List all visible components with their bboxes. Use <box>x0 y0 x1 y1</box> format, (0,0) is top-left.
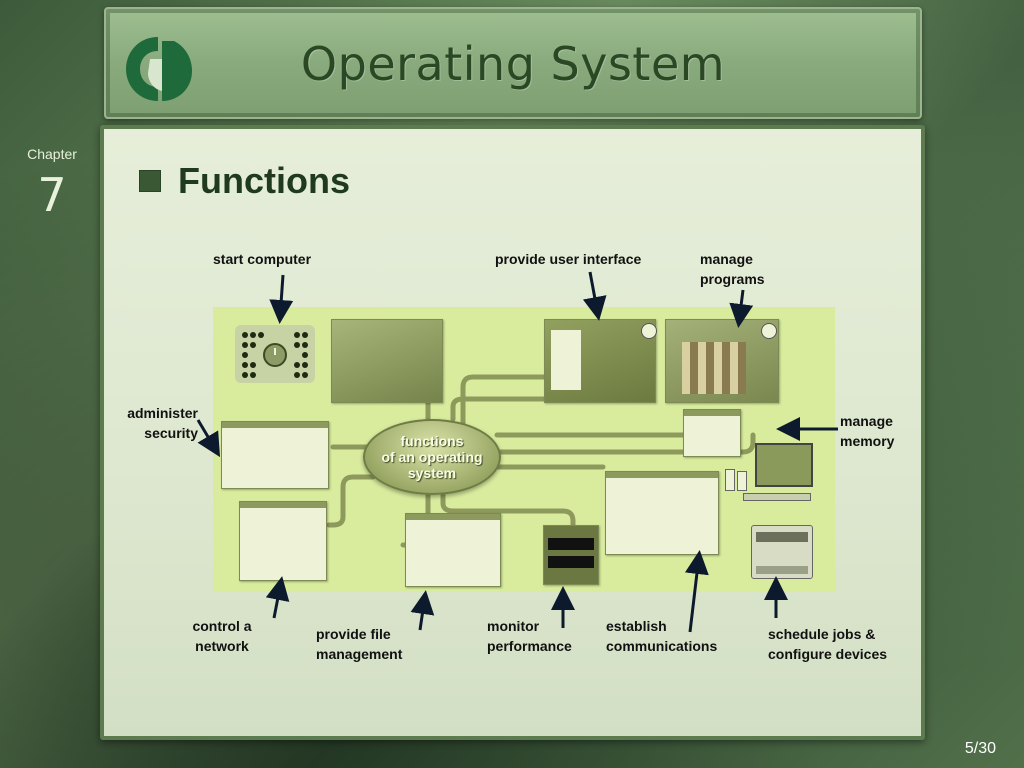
label-line: security <box>144 425 198 441</box>
label-monitor-performance: monitor performance <box>487 616 572 656</box>
label-line: manage <box>700 251 753 267</box>
speaker-icon <box>725 469 735 491</box>
logo-icon <box>126 37 192 101</box>
arrow-administer-security <box>196 419 221 458</box>
arrow-provide-ui <box>582 271 607 321</box>
label-administer-security: administer security <box>106 403 198 443</box>
network-dialog-screenshot <box>605 471 719 555</box>
clock-icon <box>641 323 657 339</box>
start-menu-screenshot <box>544 319 656 403</box>
label-provide-ui: provide user interface <box>495 251 642 267</box>
label-line: memory <box>840 433 895 449</box>
bullet-square-icon <box>139 170 161 192</box>
label-line: schedule jobs & <box>768 626 876 642</box>
os-functions-diagram: functions of an operating system <box>213 307 835 592</box>
label-line: configure devices <box>768 646 888 662</box>
hub-line-2: of an operating <box>381 449 483 465</box>
label-line: administer <box>127 405 198 421</box>
file-explorer-screenshot <box>405 513 501 587</box>
computer-case-icon <box>235 325 315 383</box>
label-line: programs <box>700 271 765 287</box>
label-line: monitor <box>487 618 540 634</box>
section-heading: Functions <box>178 160 350 201</box>
chapter-label: Chapter <box>27 146 77 162</box>
label-line: establish <box>606 618 667 634</box>
hub-line-3: system <box>407 465 457 481</box>
slide-title: Operating System <box>300 37 726 91</box>
keyboard-icon <box>743 493 811 501</box>
desktop-screenshot <box>331 319 443 403</box>
label-line: network <box>195 638 249 654</box>
label-line: provide file <box>316 626 391 642</box>
label-schedule-jobs: schedule jobs & configure devices <box>768 624 887 664</box>
chess-program-screenshot <box>665 319 779 403</box>
label-line: manage <box>840 413 893 429</box>
printer-icon <box>751 525 813 579</box>
arrow-file-management <box>410 590 435 631</box>
chapter-number: 7 <box>37 168 67 222</box>
label-line: performance <box>487 638 572 654</box>
security-window-screenshot <box>221 421 329 489</box>
label-file-management: provide file management <box>316 624 402 664</box>
monitor-icon <box>755 443 813 487</box>
hub-line-1: functions <box>400 433 464 449</box>
task-manager-screenshot <box>543 525 599 585</box>
title-bar: Operating System <box>104 7 922 119</box>
label-control-network: control a network <box>180 616 264 656</box>
arrow-establish <box>684 550 709 633</box>
network-center-screenshot <box>239 501 327 581</box>
os-functions-hub: functions of an operating system <box>363 419 501 495</box>
memory-dialog-screenshot <box>683 409 741 457</box>
label-line: control a <box>192 618 252 634</box>
speaker-icon <box>737 471 747 491</box>
arrow-start-computer <box>269 274 294 324</box>
label-start-computer: start computer <box>213 251 312 267</box>
arrow-manage-programs <box>729 289 754 328</box>
page-number: 5/30 <box>964 740 996 757</box>
label-manage-programs: manage programs <box>700 249 765 289</box>
label-manage-memory: manage memory <box>840 411 894 451</box>
label-establish-communications: establish communications <box>606 616 717 656</box>
label-line: communications <box>606 638 718 654</box>
label-line: management <box>316 646 403 662</box>
arrow-control-network <box>265 576 290 619</box>
clock-icon <box>761 323 777 339</box>
